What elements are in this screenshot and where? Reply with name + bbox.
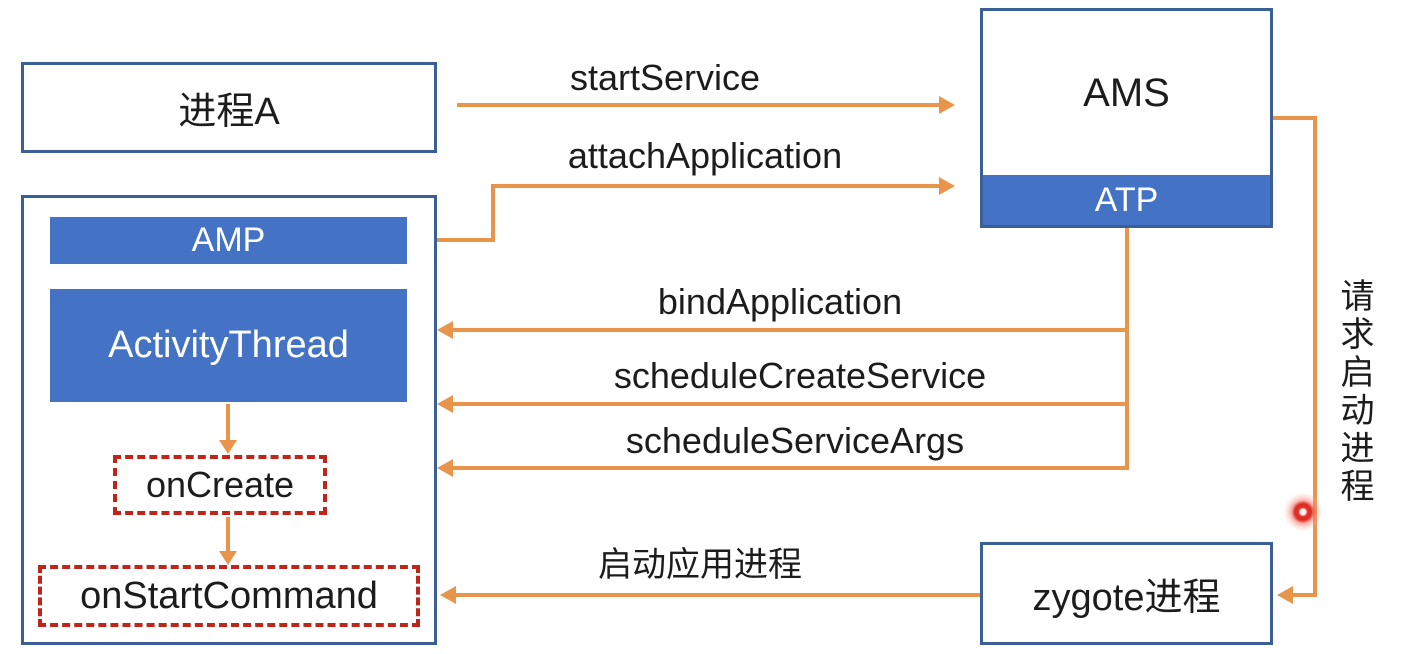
amp-bar: AMP <box>50 217 407 264</box>
schedule-service-args-arrow-line <box>451 466 1129 470</box>
ams-label: AMS <box>1083 70 1170 115</box>
atp-callback-pipe-line <box>1125 228 1129 470</box>
attach-application-arrowhead-icon <box>939 177 955 195</box>
bind-application-arrow-line <box>451 328 1129 332</box>
on-start-command-label: onStartCommand <box>80 574 378 617</box>
amp-label: AMP <box>191 221 266 259</box>
process-a-box: 进程A <box>21 62 437 153</box>
activity-thread-label: ActivityThread <box>108 324 349 366</box>
atp-bar: ATP <box>983 175 1270 225</box>
start-service-label: startService <box>569 57 761 98</box>
start-service-arrowhead-icon <box>939 96 955 114</box>
oncreate-to-onstartcommand-arrowhead-icon <box>219 551 237 565</box>
schedule-create-service-label: scheduleCreateService <box>613 355 987 396</box>
on-start-command-box: onStartCommand <box>38 565 420 627</box>
launch-app-process-arrowhead-icon <box>440 586 456 604</box>
activity-thread-bar: ActivityThread <box>50 289 407 402</box>
atp-label: ATP <box>1094 180 1159 219</box>
request-start-process-arrowhead-icon <box>1277 586 1293 604</box>
attach-application-arrow-line <box>491 184 939 188</box>
request-start-process-connector-top <box>1273 116 1317 120</box>
schedule-service-args-arrowhead-icon <box>437 459 453 477</box>
bind-application-arrowhead-icon <box>437 321 453 339</box>
schedule-create-service-arrowhead-icon <box>437 395 453 413</box>
on-create-box: onCreate <box>113 455 327 515</box>
laser-pointer-dot <box>1284 493 1322 531</box>
process-a-label: 进程A <box>178 91 280 133</box>
request-start-process-label: 请求启动进程 <box>1335 278 1373 506</box>
request-start-process-connector-bottom <box>1293 593 1317 597</box>
attach-application-elbow-horizontal <box>437 238 495 242</box>
ams-box: AMS ATP <box>980 8 1273 228</box>
zygote-box: zygote进程 <box>980 542 1273 645</box>
on-create-label: onCreate <box>145 464 295 505</box>
attach-application-label: attachApplication <box>567 135 843 176</box>
attach-application-elbow-vertical <box>491 184 495 242</box>
launch-app-process-arrow-line <box>454 593 980 597</box>
activitythread-to-oncreate-arrowhead-icon <box>219 440 237 454</box>
bind-application-label: bindApplication <box>657 281 903 322</box>
schedule-service-args-label: scheduleServiceArgs <box>625 420 965 461</box>
activitythread-to-oncreate-arrow-line <box>226 404 230 440</box>
oncreate-to-onstartcommand-arrow-line <box>226 517 230 551</box>
zygote-label: zygote进程 <box>1032 577 1221 619</box>
start-service-arrow-line <box>457 103 939 107</box>
schedule-create-service-arrow-line <box>451 402 1129 406</box>
launch-app-process-label: 启动应用进程 <box>598 546 802 584</box>
request-start-process-connector-vertical <box>1313 116 1317 597</box>
